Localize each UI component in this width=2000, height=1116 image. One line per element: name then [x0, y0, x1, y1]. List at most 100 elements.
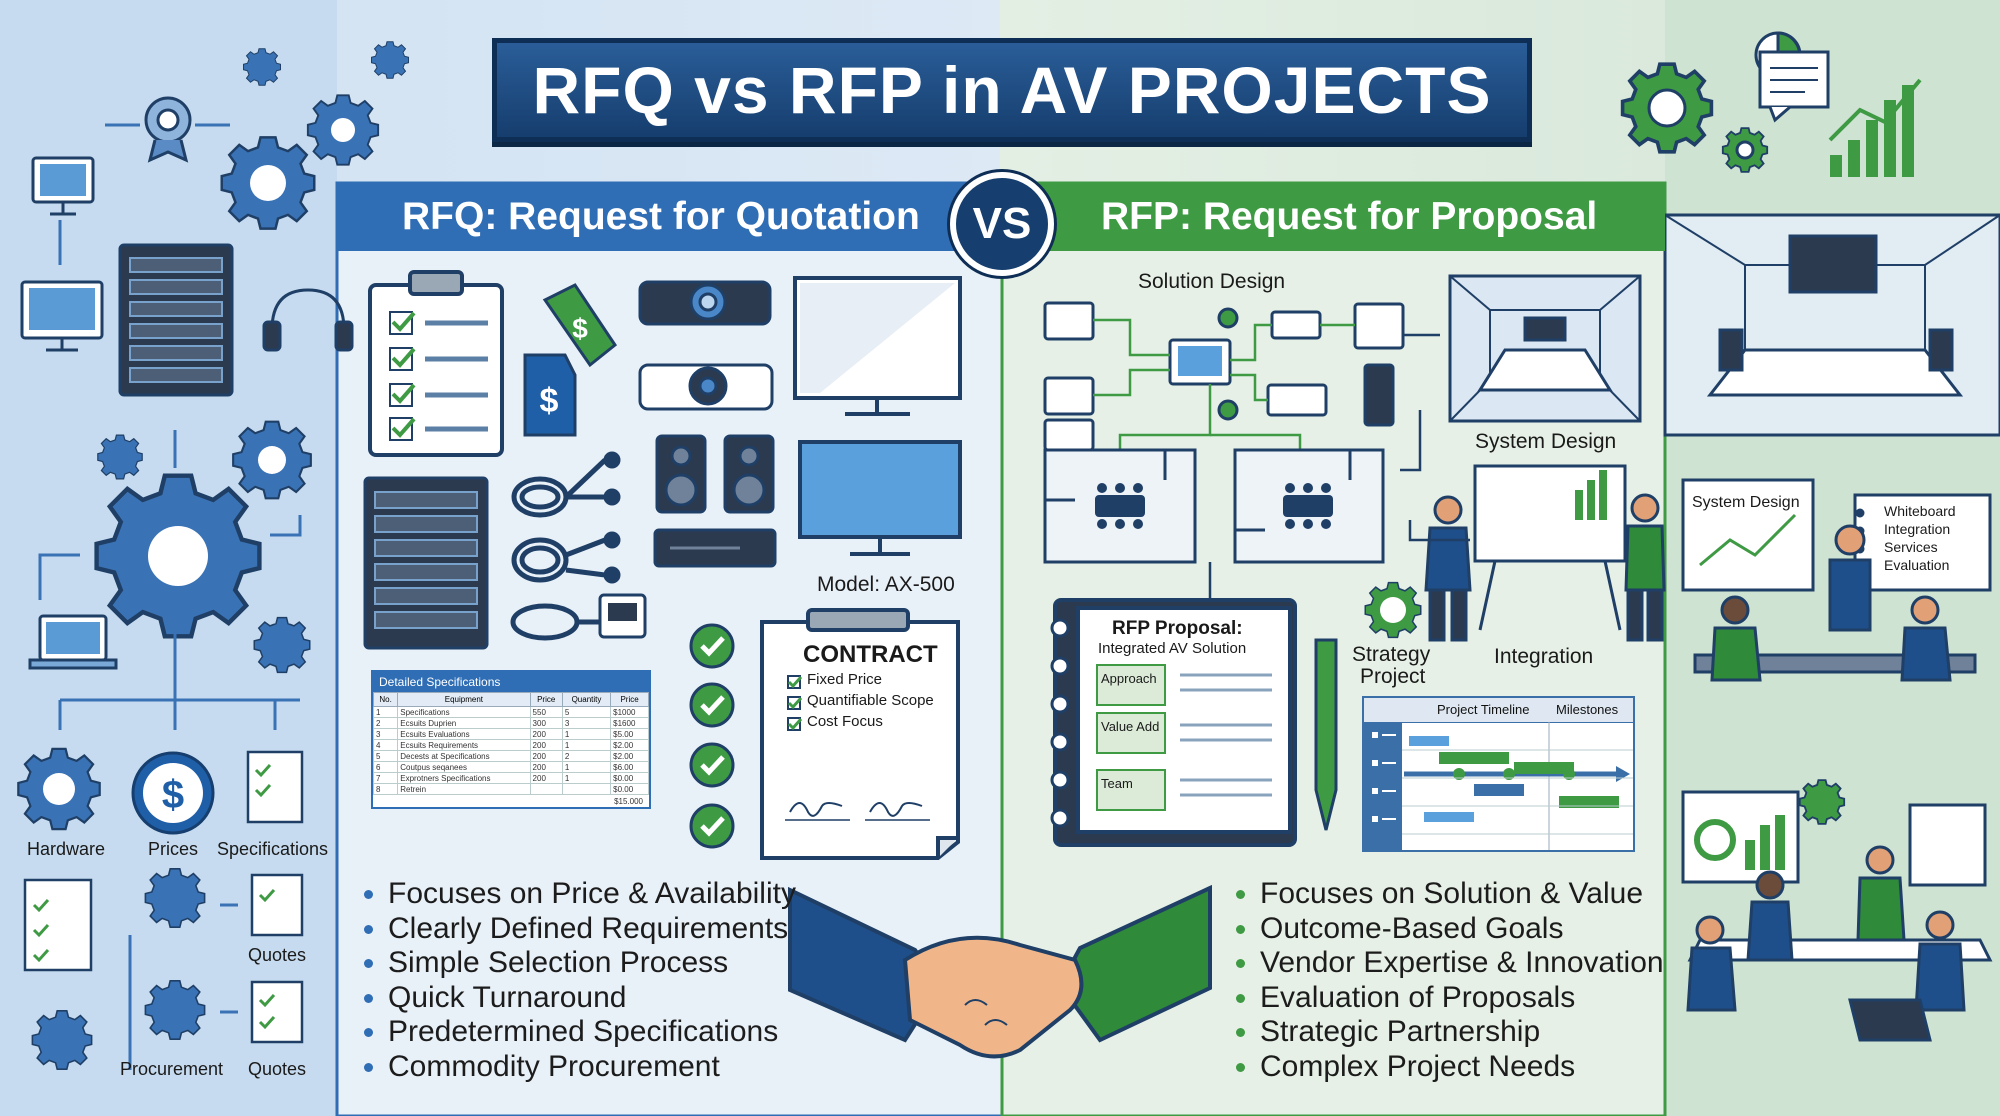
cable-icons: [510, 451, 640, 641]
headphones-icon: [270, 288, 346, 331]
rfp-bullet: Evaluation of Proposals: [1234, 981, 1664, 1016]
whiteboard-item: Evaluation: [1884, 557, 1950, 573]
table-cell: $0.00: [610, 772, 649, 784]
table-cell: 1: [561, 761, 612, 773]
table-cell: [561, 783, 612, 795]
presentation-whiteboard: [1424, 464, 1666, 642]
projector-icons: [638, 280, 774, 411]
proposal-section: Value Add: [1101, 719, 1160, 734]
table-cell: $1600: [610, 717, 649, 729]
rfp-bullet: Strategic Partnership: [1234, 1015, 1664, 1050]
proposal-subtitle: Integrated AV Solution: [1098, 640, 1247, 657]
label-prices: Prices: [148, 839, 199, 859]
table-cell: Specifications: [397, 706, 531, 718]
solution-design-label: Solution Design: [1138, 270, 1286, 293]
rfq-server-icon: [363, 476, 489, 650]
left-document-icons: [23, 750, 304, 1044]
rfq-bullet-list: Focuses on Price & Availability Clearly …: [362, 877, 796, 1084]
contract-item: Fixed Price: [807, 671, 883, 688]
table-cell: 1: [372, 706, 399, 718]
rfq-checklist-clipboard: [368, 270, 504, 457]
gear-icon: [31, 1009, 93, 1070]
rfp-heading: RFP: Request for Proposal: [1037, 183, 1665, 251]
table-cell: 5: [372, 750, 399, 762]
pen-icon: [1314, 638, 1338, 831]
rfq-bullet: Commodity Procurement: [362, 1050, 796, 1085]
table-cell: 300: [529, 717, 563, 729]
label-procurement: Procurement: [120, 1059, 224, 1079]
spec-total: $15.000: [614, 797, 643, 806]
table-cell: 1: [561, 772, 612, 784]
svg-text:$: $: [162, 773, 184, 817]
timeline-col-header: Milestones: [1556, 702, 1619, 717]
rfq-bullet: Predetermined Specifications: [362, 1015, 796, 1050]
proposal-section: Team: [1101, 776, 1133, 791]
spec-col-header: Equipment: [397, 692, 531, 707]
contract-title: CONTRACT: [803, 641, 938, 668]
table-cell: 4: [372, 739, 399, 751]
table-cell: 5: [561, 706, 612, 718]
table-cell: Coutpus seqanees: [397, 761, 531, 773]
table-cell: 2: [372, 717, 399, 729]
gear-icon: [144, 979, 206, 1040]
contract-item: Quantifiable Scope: [807, 692, 934, 709]
table-cell: 6: [372, 761, 399, 773]
whiteboard-item: Whiteboard: [1884, 503, 1956, 519]
right-system-design-label: System Design: [1692, 494, 1800, 511]
table-cell: 1: [561, 728, 612, 740]
rfp-bullet: Outcome-Based Goals: [1234, 912, 1664, 947]
right-sidebar-graphics: [1620, 31, 2000, 1042]
label-hardware: Hardware: [27, 839, 106, 859]
rfp-bullet: Complex Project Needs: [1234, 1050, 1664, 1085]
speaker-icons: [598, 434, 777, 639]
rfp-bullet-list: Focuses on Solution & Value Outcome-Base…: [1234, 877, 1664, 1084]
table-cell: Ecsuits Evaluations: [397, 728, 531, 740]
table-cell: $0.00: [610, 783, 649, 795]
label-quotes-2: Quotes: [248, 1059, 307, 1079]
table-cell: $1000: [610, 706, 649, 718]
green-check-icons: [689, 623, 735, 849]
timeline-bars: [1364, 722, 1633, 850]
table-cell: Ecsuits Duprien: [397, 717, 531, 729]
svg-text:$: $: [572, 313, 588, 344]
rfp-bullet: Focuses on Solution & Value: [1234, 877, 1664, 912]
system-design-label: System Design: [1475, 430, 1617, 453]
table-cell: 2: [561, 750, 612, 762]
project-timeline-chart: Project Timeline Milestones: [1362, 696, 1635, 852]
table-cell: 200: [529, 739, 563, 751]
gear-icon: [144, 867, 206, 929]
gear-icon: [243, 48, 281, 86]
page-title: RFQ vs RFP in AV PROJECTS: [532, 53, 1492, 127]
timeline-header: Project Timeline Milestones: [1364, 698, 1633, 723]
table-cell: $5.00: [610, 728, 649, 740]
timeline-col-header: Project Timeline: [1437, 702, 1530, 717]
contract-document: [760, 608, 960, 860]
spec-col-header: No.: [372, 692, 399, 707]
rfp-bullet: Vendor Expertise & Innovation: [1234, 946, 1664, 981]
contract-item: Cost Focus: [807, 713, 883, 730]
rfq-heading: RFQ: Request for Quotation: [337, 183, 967, 251]
rfq-bullet: Quick Turnaround: [362, 981, 796, 1016]
table-cell: 1: [561, 739, 612, 751]
proposal-title: RFP Proposal:: [1112, 618, 1243, 639]
table-cell: 3: [561, 717, 612, 729]
table-cell: Ecsuits Requirements: [397, 739, 531, 751]
strategy-label: Strategy: [1352, 643, 1431, 666]
left-connector-arrows: [38, 123, 302, 1070]
rfq-bullet: Focuses on Price & Availability: [362, 877, 796, 912]
system-design-board: [1681, 478, 1815, 592]
spec-col-header: Quantity: [561, 692, 612, 707]
label-specifications: Specifications: [217, 839, 329, 859]
conference-room-image: [1448, 274, 1642, 423]
table-cell: [529, 783, 563, 795]
whiteboard-list-board: [1853, 493, 1992, 592]
spec-table-title: Detailed Specifications: [373, 672, 649, 692]
